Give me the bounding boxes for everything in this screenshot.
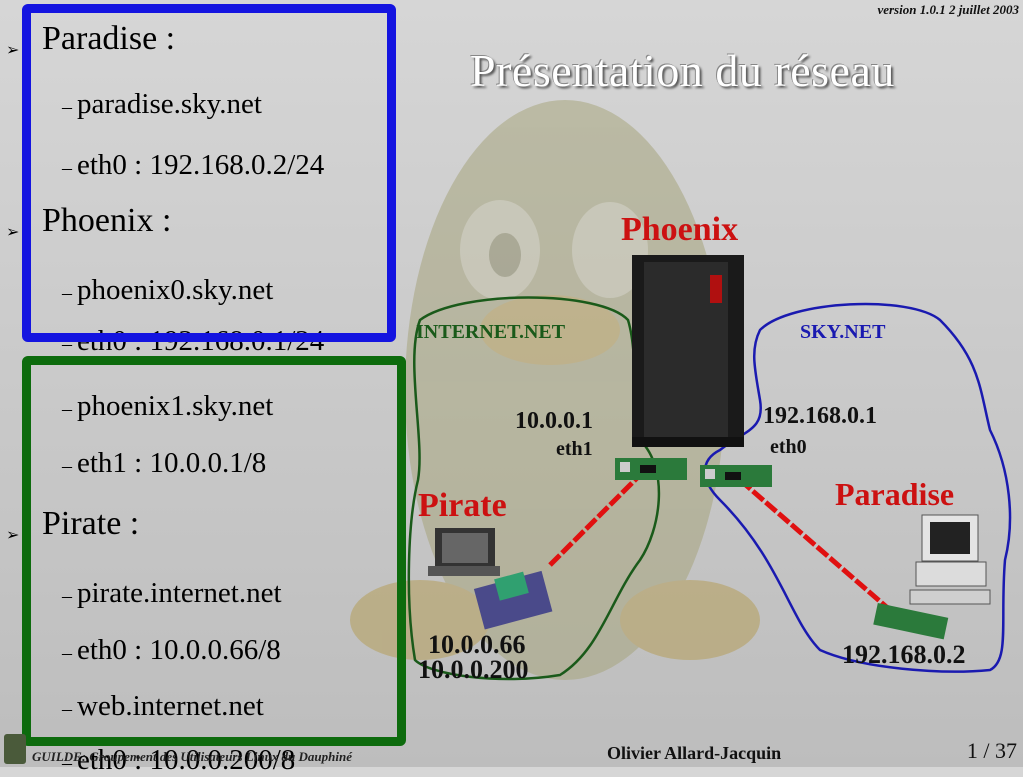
- guilde-logo-icon: [4, 734, 26, 764]
- bullet-arrow-icon: ➢: [6, 224, 20, 241]
- highlight-box-green: [22, 356, 406, 746]
- internet-net-label: INTERNET.NET: [416, 321, 566, 343]
- link-pirate-phoenix: [548, 473, 642, 567]
- version-date: version 1.0.1 2 juillet 2003: [877, 2, 1019, 17]
- pirate-ip-1: 10.0.0.66: [428, 630, 526, 659]
- dash-icon: –: [62, 157, 77, 179]
- dash-icon: –: [62, 282, 77, 304]
- phoenix-eth0-ip: 192.168.0.1: [763, 403, 877, 429]
- highlight-box-blue: [22, 4, 396, 342]
- list-item: eth0 : 10.0.0.66/8: [77, 634, 281, 666]
- dash-icon: –: [62, 642, 77, 664]
- phoenix-eth1-ip: 10.0.0.1: [515, 408, 593, 434]
- list-item: eth0 : 192.168.0.2/24: [77, 149, 325, 181]
- dash-icon: –: [62, 585, 77, 607]
- bullet-arrow-icon: ➢: [6, 42, 20, 59]
- host-paradise-heading: Paradise :: [42, 20, 176, 57]
- phoenix-eth0-name: eth0: [770, 436, 807, 458]
- paradise-label: Paradise: [835, 476, 954, 512]
- footer-author: Olivier Allard-Jacquin: [607, 743, 782, 763]
- sky-net-label: SKY.NET: [800, 321, 886, 343]
- phoenix-eth1-name: eth1: [556, 438, 593, 460]
- dash-icon: –: [62, 96, 77, 118]
- nic-eth0-icon: [700, 465, 772, 487]
- list-item: eth0 : 10.0.0.200/8: [77, 744, 296, 776]
- list-item: web.internet.net: [77, 690, 264, 722]
- dash-icon: –: [62, 333, 77, 355]
- phoenix-label: Phoenix: [621, 211, 738, 248]
- pirate-ip-2: 10.0.0.200: [418, 655, 529, 684]
- phoenix-server-icon: [632, 255, 744, 447]
- dash-icon: –: [62, 455, 77, 477]
- laptop-icon: [428, 528, 500, 576]
- dash-icon: –: [62, 398, 77, 420]
- nic-paradise-icon: [873, 602, 949, 640]
- list-item: eth1 : 10.0.0.1/8: [77, 447, 267, 479]
- list-item: paradise.sky.net: [77, 88, 262, 120]
- pcmcia-card-icon: [473, 570, 553, 630]
- penguin-watermark: [350, 100, 760, 680]
- link-phoenix-paradise: [738, 478, 892, 612]
- host-phoenix-heading: Phoenix :: [42, 202, 172, 239]
- list-item: phoenix0.sky.net: [77, 274, 274, 306]
- slide-title: Présentation du réseau: [470, 45, 895, 96]
- footer-organization: GUILDE: Groupement des Utilisateurs Linu…: [32, 749, 352, 764]
- page-number: 1 / 37: [966, 738, 1017, 763]
- host-pirate-heading: Pirate :: [42, 505, 140, 542]
- nic-eth1-icon: [615, 458, 687, 480]
- bullet-arrow-icon: ➢: [6, 527, 20, 544]
- list-item: pirate.internet.net: [77, 577, 282, 609]
- dash-icon: –: [62, 752, 77, 774]
- pirate-label: Pirate: [418, 487, 507, 524]
- paradise-ip: 192.168.0.2: [842, 640, 966, 669]
- list-item: phoenix1.sky.net: [77, 390, 274, 422]
- desktop-computer-icon: [909, 514, 991, 605]
- internet-region: [407, 296, 661, 681]
- dash-icon: –: [62, 698, 77, 720]
